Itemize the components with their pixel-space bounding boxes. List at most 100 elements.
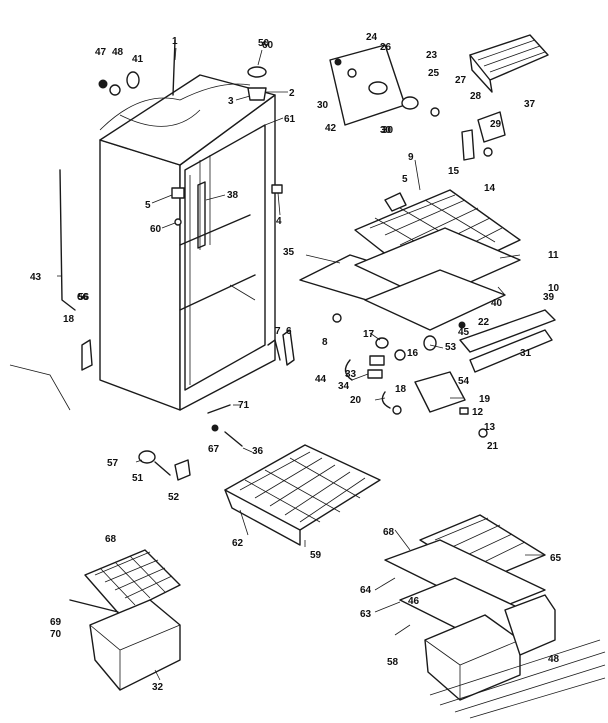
part-27	[401, 96, 419, 110]
label-23: 23	[426, 50, 438, 61]
label-16: 16	[407, 348, 419, 359]
part-67	[211, 424, 219, 432]
part-60	[174, 218, 182, 226]
label-53: 53	[445, 342, 457, 353]
part-5-clip	[384, 192, 407, 212]
label-48b: 48	[548, 654, 560, 665]
noise-texture	[429, 639, 606, 719]
part-16	[394, 349, 406, 361]
label-44: 44	[315, 374, 327, 385]
part-6	[282, 329, 295, 366]
label-43: 43	[30, 272, 42, 283]
label-68b: 68	[105, 534, 117, 545]
label-68a: 68	[383, 527, 395, 538]
label-25: 25	[428, 68, 440, 79]
label-58: 58	[387, 657, 399, 668]
part-15	[461, 129, 475, 161]
label-26: 26	[380, 42, 392, 53]
label-18b: 18	[63, 314, 75, 325]
label-60a: 60	[262, 40, 274, 51]
label-12: 12	[472, 407, 484, 418]
label-1: 1	[172, 36, 178, 47]
label-69: 69	[50, 617, 62, 628]
label-19: 19	[479, 394, 491, 405]
part-48-crisper	[504, 594, 556, 656]
part-58-crisper	[424, 614, 521, 701]
part-labels: 1 2 3 4 5 5 6 7 8 9 10 11 12 13 14 15 16…	[30, 32, 562, 693]
label-28: 28	[470, 91, 482, 102]
label-30a: 30	[317, 100, 329, 111]
part-22	[458, 321, 466, 329]
label-15: 15	[448, 166, 460, 177]
part-41	[126, 71, 140, 89]
label-51: 51	[132, 473, 144, 484]
label-63: 63	[360, 609, 372, 620]
label-2: 2	[289, 88, 295, 99]
label-39: 39	[543, 292, 555, 303]
part-4	[271, 184, 283, 194]
label-56: 56	[78, 292, 90, 303]
part-51	[154, 461, 171, 476]
label-67: 67	[208, 444, 220, 455]
part-17	[375, 337, 389, 349]
part-32-crisper	[89, 599, 181, 691]
label-37: 37	[524, 99, 536, 110]
label-11: 11	[548, 250, 559, 261]
label-13: 13	[484, 422, 496, 433]
part-47	[98, 79, 108, 89]
part-20	[381, 391, 391, 409]
label-22: 22	[478, 317, 490, 328]
part-1-screw	[172, 39, 176, 96]
part-21	[478, 428, 488, 438]
part-29	[477, 111, 506, 143]
label-5a: 5	[145, 200, 151, 211]
label-47: 47	[95, 47, 107, 58]
part-31-rail	[469, 329, 553, 373]
label-34: 34	[338, 381, 350, 392]
label-66: 66	[77, 292, 89, 303]
label-7: 7	[275, 326, 281, 337]
label-35: 35	[283, 247, 295, 258]
label-60b: 60	[150, 224, 162, 235]
label-27: 27	[455, 75, 467, 86]
part-19-bin	[414, 371, 466, 413]
label-30c: 30	[382, 125, 394, 136]
label-54: 54	[458, 376, 470, 387]
part-44	[344, 359, 353, 381]
label-40: 40	[491, 298, 503, 309]
label-4: 4	[276, 216, 282, 227]
hinge-part	[81, 339, 93, 371]
label-41: 41	[132, 54, 144, 65]
label-24: 24	[366, 32, 378, 43]
control-housing	[329, 44, 406, 126]
part-12	[459, 407, 469, 415]
drain-tube	[59, 169, 76, 311]
label-18: 18	[395, 384, 407, 395]
part-18	[392, 405, 402, 415]
label-38: 38	[227, 190, 239, 201]
part-57	[138, 450, 156, 464]
label-30b: 30	[380, 125, 392, 136]
label-36: 36	[252, 446, 264, 457]
part-71	[207, 404, 231, 414]
label-71: 71	[238, 400, 250, 411]
label-70: 70	[50, 629, 62, 640]
part-50	[247, 66, 267, 78]
part-28	[430, 107, 440, 117]
part-53	[423, 335, 437, 351]
part-5a	[171, 187, 185, 199]
label-62: 62	[232, 538, 244, 549]
refrigerator-cabinet	[99, 74, 276, 411]
label-64: 64	[360, 585, 372, 596]
part-7	[267, 339, 281, 361]
part-62-frame	[224, 489, 301, 546]
label-57: 57	[107, 458, 119, 469]
leader-lines	[57, 47, 545, 681]
label-46: 46	[408, 596, 420, 607]
part-33	[369, 355, 385, 366]
label-33: 33	[345, 369, 357, 380]
label-48a: 48	[112, 47, 124, 58]
label-14: 14	[484, 183, 496, 194]
